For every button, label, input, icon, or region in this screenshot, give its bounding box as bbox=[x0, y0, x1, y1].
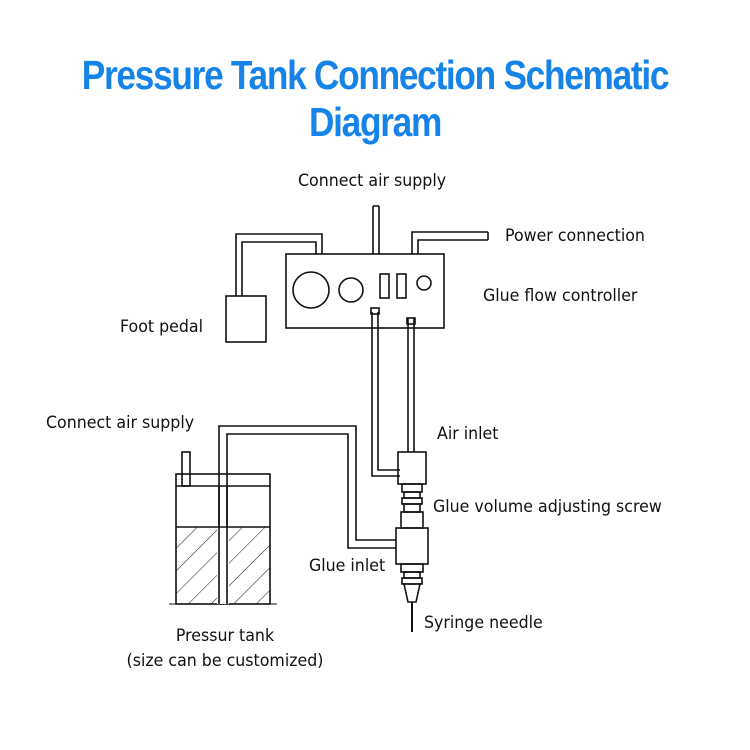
label-glue-volume-adjusting-screw: Glue volume adjusting screw bbox=[433, 497, 662, 517]
controller-to-valve-lines bbox=[370, 307, 416, 477]
label-glue-inlet: Glue inlet bbox=[309, 556, 386, 576]
glue-flow-controller-box bbox=[285, 253, 445, 329]
label-syringe-needle: Syringe needle bbox=[424, 613, 543, 633]
label-connect-air-supply-tank: Connect air supply bbox=[46, 413, 195, 433]
dispensing-valve bbox=[395, 451, 429, 585]
foot-pedal bbox=[225, 233, 323, 343]
diagram-title: Pressure Tank Connection Schematic Diagr… bbox=[81, 52, 670, 145]
label-foot-pedal: Foot pedal bbox=[120, 317, 203, 337]
label-connect-air-supply-top: Connect air supply bbox=[298, 171, 447, 191]
power-connection-tube bbox=[411, 231, 489, 254]
label-air-inlet: Air inlet bbox=[437, 424, 499, 444]
pressure-tank bbox=[169, 451, 277, 605]
label-power-connection: Power connection bbox=[505, 226, 645, 246]
syringe-needle-shape bbox=[403, 583, 421, 632]
label-tank-size-note: (size can be customized) bbox=[126, 651, 324, 671]
label-glue-flow-controller: Glue flow controller bbox=[483, 286, 638, 306]
air-supply-tube-top bbox=[372, 205, 380, 254]
label-pressure-tank: Pressur tank bbox=[175, 626, 275, 646]
